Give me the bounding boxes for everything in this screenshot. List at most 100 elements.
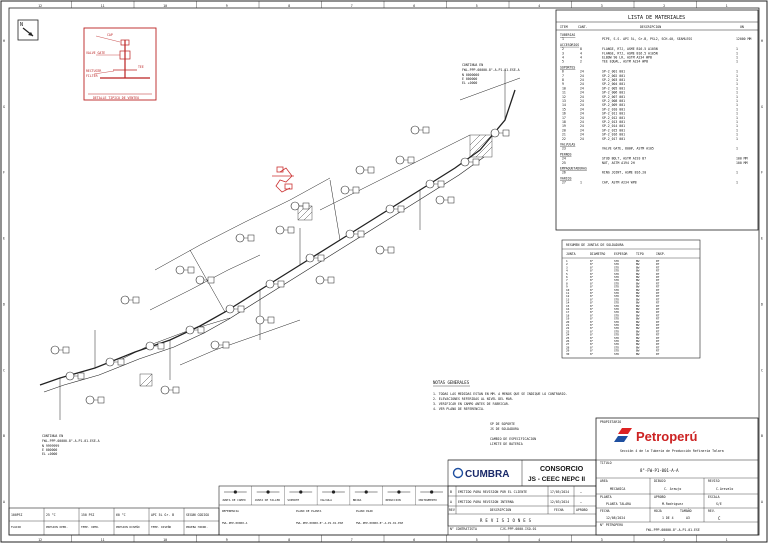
ref-value: FWL-PPP-00000-8"-A-P1-01-ESE	[296, 521, 343, 525]
border-number-bottom: 8	[288, 538, 290, 542]
rev-row-1-rev: B	[450, 490, 452, 494]
bom-desc: SP-2_002 001	[602, 74, 625, 78]
weld-cell: 8"	[590, 339, 594, 343]
bom-qty: 24	[580, 116, 584, 120]
bom-item: 2	[562, 47, 564, 51]
bom-item: 23	[562, 147, 566, 151]
bom-qty: 24	[580, 82, 584, 86]
approved-label: APROBO	[654, 495, 666, 499]
bom-unit: 1	[736, 137, 738, 141]
border-number-bottom: 2	[663, 538, 665, 542]
symbol-label: JUNTA DE TALLER	[255, 498, 281, 502]
bom-section-name: VALVULAS	[560, 143, 575, 147]
rev-label: REV.	[708, 509, 716, 513]
weld-cell: 4	[566, 269, 568, 273]
end-tag-elev: EL +0000	[462, 81, 477, 85]
weld-cell: 28	[566, 345, 570, 349]
weld-balloon	[255, 315, 275, 325]
bom-item: 21	[562, 133, 566, 137]
bom-unit: 1	[736, 120, 738, 124]
north-arrow: N	[17, 19, 39, 41]
bom-desc: SP-2_006 001	[602, 91, 625, 95]
weld-cell: STD	[614, 352, 619, 356]
weld-cell: STD	[614, 333, 619, 337]
bom-desc: PIPE, S.S. API 5L, Gr.B, PSL2, SCH-40, S…	[602, 37, 692, 41]
weld-cell: 2	[566, 262, 568, 266]
weld-cell: RT	[656, 278, 660, 282]
scale-value: S/E	[716, 502, 722, 506]
bom-qty: 24	[580, 107, 584, 111]
bom-qty: 24	[580, 133, 584, 137]
weld-balloon	[50, 345, 70, 355]
end-tag-north: N 0000000	[462, 73, 479, 77]
weld-cell: 8"	[590, 278, 594, 282]
weld-cell: STD	[614, 278, 619, 282]
border-letter-left: G	[3, 105, 5, 109]
bom-unit: 1	[736, 78, 738, 82]
weld-cell: BW	[636, 307, 640, 311]
bom-unit: 1	[736, 91, 738, 95]
border-number-bottom: 12	[38, 538, 42, 542]
weld-cell: STD	[614, 339, 619, 343]
weld-cell: 27	[566, 342, 570, 346]
weld-cell: BW	[636, 333, 640, 337]
weld-cell: RT	[656, 285, 660, 289]
weld-cell: RT	[656, 329, 660, 333]
border-number-top: 6	[413, 4, 415, 8]
end-tag-east: E 000000	[462, 77, 477, 81]
weld-cell: 8"	[590, 323, 594, 327]
weld-cell: 21	[566, 323, 570, 327]
rev-value: C	[718, 516, 721, 521]
rev-row-2-desc: EMITIDO PARA REVISION INTERNA	[458, 500, 514, 504]
bom-item: 27	[562, 181, 566, 185]
bom-qty: 4	[580, 51, 582, 55]
weld-header-cell: DIAMETRO	[590, 252, 605, 256]
border-letter-right: B	[761, 434, 763, 438]
weld-cell: 8"	[590, 320, 594, 324]
start-tag-elev: EL +0000	[42, 452, 57, 456]
weld-cell: BW	[636, 323, 640, 327]
weld-cell: 8"	[590, 345, 594, 349]
weld-cell: 8"	[590, 326, 594, 330]
bom-item: 4	[562, 56, 564, 60]
north-label: N	[20, 22, 23, 28]
bom-title: LISTA DE MATERIALES	[628, 15, 685, 21]
bom-qty: 24	[580, 86, 584, 90]
design-value: 25 °C	[46, 513, 56, 517]
weld-cell: 8"	[590, 288, 594, 292]
bom-unit: 1	[736, 181, 738, 185]
weld-balloon	[85, 395, 105, 405]
bom-item: 20	[562, 128, 566, 132]
bom-unit: 1	[736, 51, 738, 55]
border-letter-left: C	[3, 368, 5, 372]
weld-cell: RT	[656, 281, 660, 285]
border-letter-right: H	[761, 39, 763, 43]
weld-cell: 1	[566, 259, 568, 263]
weld-cell: BW	[636, 326, 640, 330]
weld-cell: BW	[636, 265, 640, 269]
bom-qty: 24	[580, 103, 584, 107]
border-number-bottom: 10	[163, 538, 167, 542]
weld-cell: STD	[614, 285, 619, 289]
bom-section-name: ACCESORIOS	[560, 43, 579, 47]
note-line-2: 2. ELEVACIONES REFERIDAS AL NIVEL DEL MA…	[433, 397, 514, 401]
bom-unit: 1	[736, 107, 738, 111]
weld-cell: STD	[614, 310, 619, 314]
weld-cell: RT	[656, 259, 660, 263]
weld-cell: RT	[656, 307, 660, 311]
bom-unit: 1	[736, 128, 738, 132]
bom-desc: SP-2_011 001	[602, 112, 625, 116]
